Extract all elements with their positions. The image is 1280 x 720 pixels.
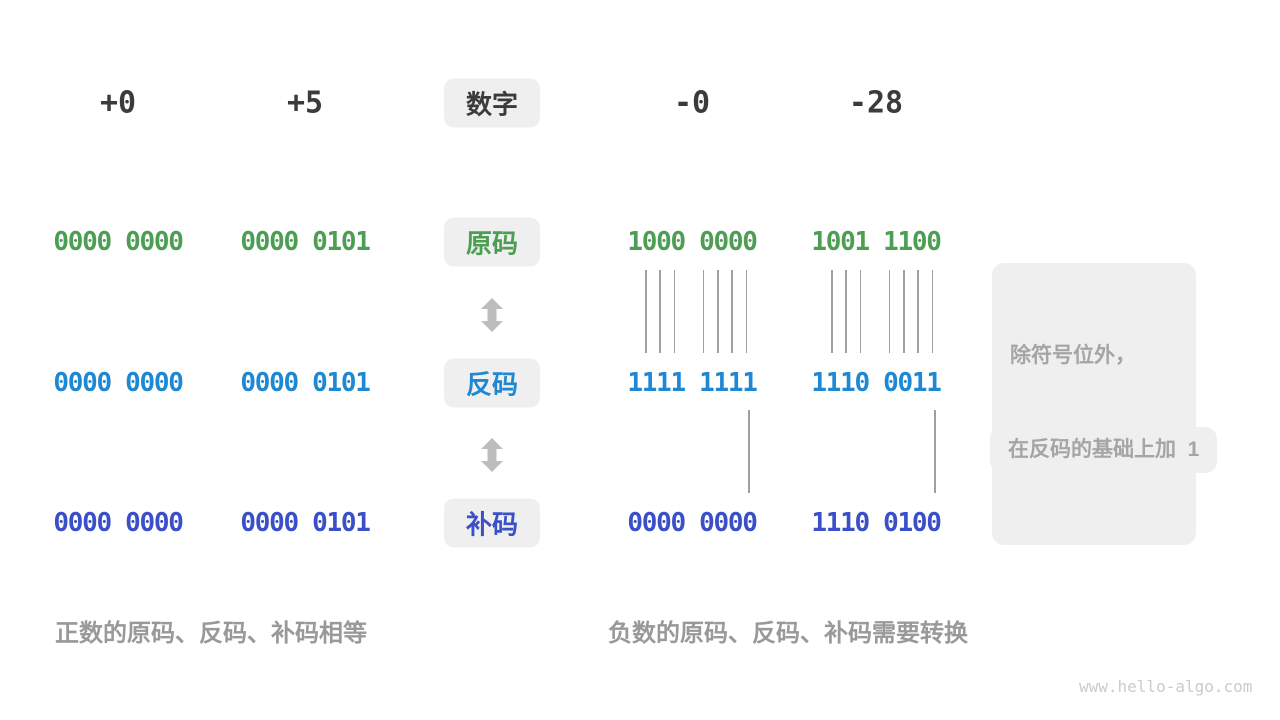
bit-line (717, 270, 719, 353)
bit-line (917, 270, 919, 353)
twos-complement-minus0: 0000 0000 (627, 508, 757, 538)
add-one-line-minus0 (748, 410, 750, 493)
up-down-arrow-icon (481, 438, 503, 472)
row-label-number: 数字 (444, 78, 540, 128)
bit-line (859, 270, 862, 353)
row-label-ones-complement: 反码 (444, 358, 540, 408)
bit-flip-lines-minus0 (645, 270, 748, 353)
bit-flip-lines-minus28 (831, 270, 934, 353)
col-header-minus-0: -0 (673, 85, 711, 121)
sign-magnitude-minus0: 1000 0000 (627, 227, 757, 257)
sign-magnitude-minus28: 1001 1100 (811, 227, 941, 257)
col-header-plus-0: +0 (99, 85, 137, 121)
row-label-twos-complement: 补码 (444, 498, 540, 548)
up-down-arrow-icon (481, 298, 503, 332)
bit-line (888, 270, 891, 353)
sign-magnitude-plus5: 0000 0101 (240, 227, 370, 257)
bit-line (673, 270, 676, 353)
note-add-one: 在反码的基础上加 1 (990, 427, 1218, 473)
bit-line (731, 270, 733, 353)
note-invert-bits: 除符号位外， 对其余所有位取反 (992, 263, 1196, 545)
add-one-line-minus28 (934, 410, 936, 493)
bit-line (645, 270, 647, 353)
ones-complement-minus28: 1110 0011 (811, 368, 941, 398)
bit-line (845, 270, 847, 353)
ones-complement-minus0: 1111 1111 (627, 368, 757, 398)
twos-complement-plus0: 0000 0000 (53, 508, 183, 538)
bit-line (702, 270, 705, 353)
row-label-sign-magnitude: 原码 (444, 217, 540, 267)
bit-line (931, 270, 934, 353)
sign-magnitude-plus0: 0000 0000 (53, 227, 183, 257)
note-invert-line1: 除符号位外， (1010, 344, 1136, 367)
ones-complement-plus5: 0000 0101 (240, 368, 370, 398)
bit-line (745, 270, 748, 353)
col-header-minus-28: -28 (848, 85, 904, 121)
caption-negative-numbers: 负数的原码、反码、补码需要转换 (608, 620, 968, 647)
bit-line (659, 270, 661, 353)
col-header-plus-5: +5 (286, 85, 324, 121)
caption-positive-numbers: 正数的原码、反码、补码相等 (55, 620, 367, 647)
bit-line (903, 270, 905, 353)
ones-complement-plus0: 0000 0000 (53, 368, 183, 398)
watermark-url: www.hello-algo.com (1079, 677, 1253, 696)
bit-line (831, 270, 833, 353)
twos-complement-minus28: 1110 0100 (811, 508, 941, 538)
twos-complement-plus5: 0000 0101 (240, 508, 370, 538)
